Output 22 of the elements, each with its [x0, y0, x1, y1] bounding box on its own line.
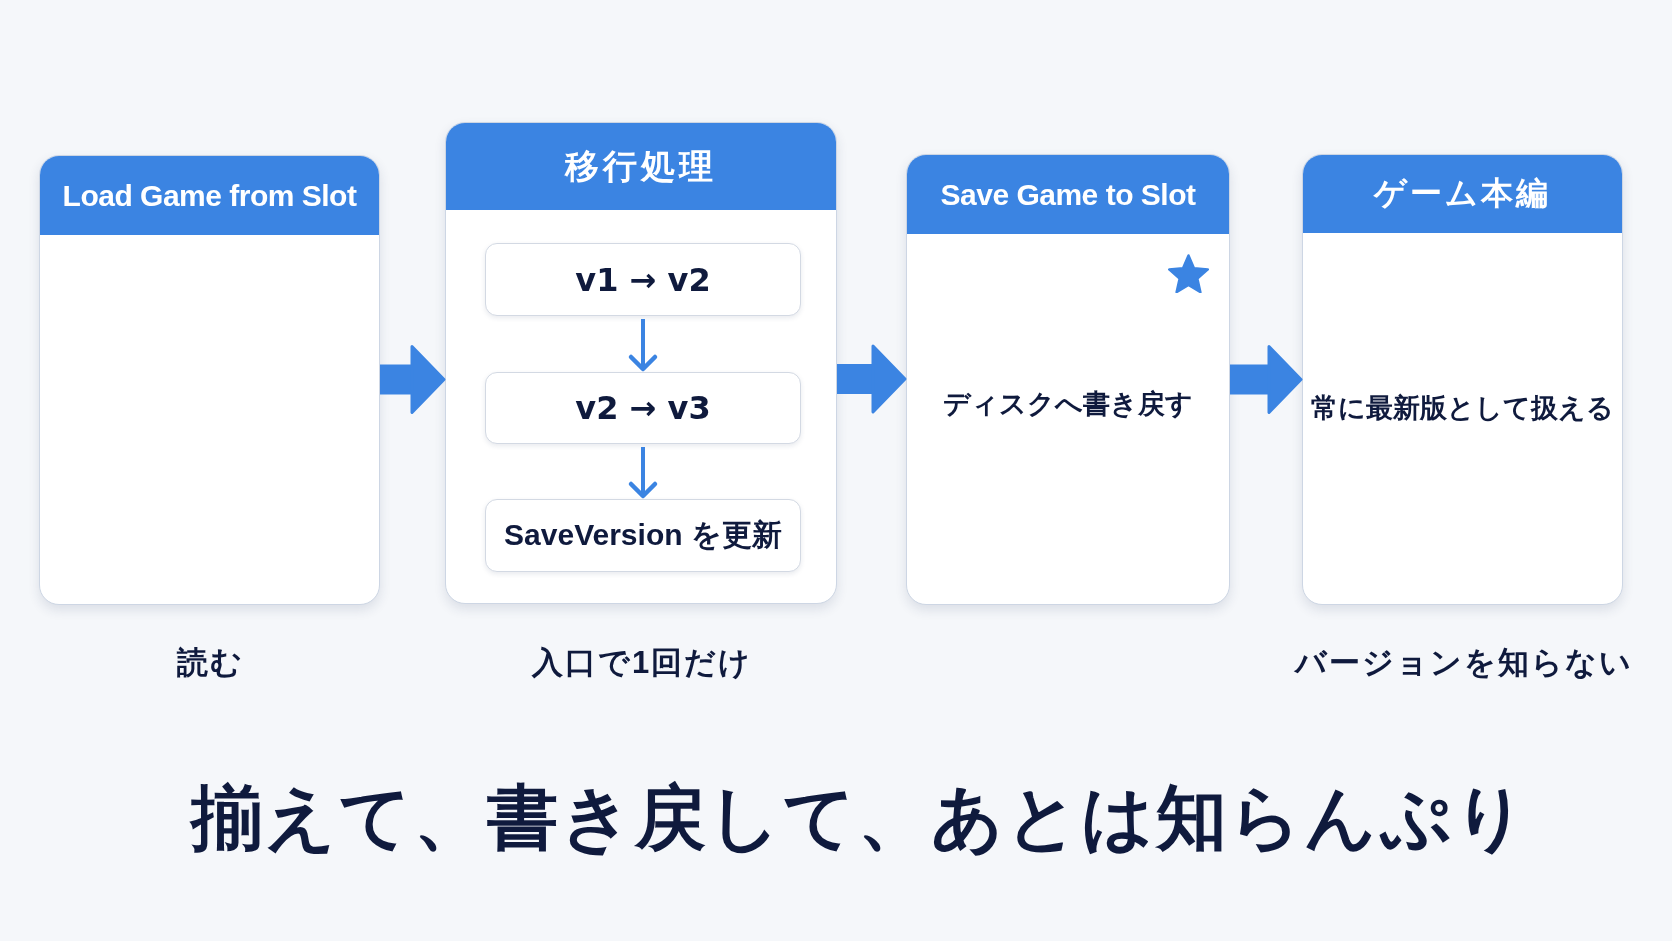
card-text: 常に最新版として扱える [1311, 391, 1614, 425]
card-header: Load Game from Slot [40, 156, 379, 235]
process-card [906, 154, 1230, 605]
arrow [1230, 345, 1303, 414]
arrow [837, 344, 907, 414]
step-caption: 読む [175, 644, 244, 682]
caption: 揃えて、書き戻して、あとは知らんぷり [189, 777, 1529, 860]
arrow [380, 345, 446, 414]
step-box: v1 → v2 [485, 243, 801, 316]
step-box: v2 → v3 [485, 372, 801, 444]
card-header: Save Game to Slot [907, 155, 1229, 234]
arrow [628, 319, 658, 372]
card-text: ディスクへ書き戻す [943, 387, 1193, 421]
process-card [445, 122, 837, 604]
process-card [1302, 154, 1623, 605]
card-header: 移行処理 [446, 123, 836, 210]
arrow [628, 447, 658, 499]
step-caption: 入口で1回だけ [530, 644, 753, 682]
process-card [39, 155, 380, 605]
card-header: ゲーム本編 [1303, 155, 1622, 233]
step-caption: バージョンを知らない [1293, 644, 1633, 682]
step-box: SaveVersion を更新 [485, 499, 801, 572]
